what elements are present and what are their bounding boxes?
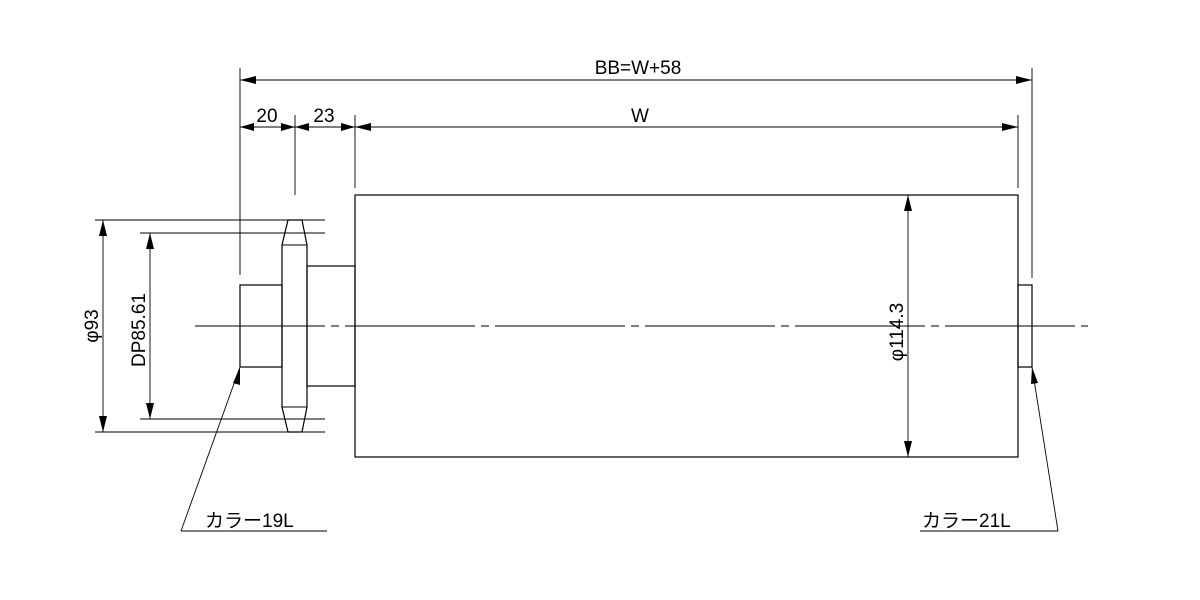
left-collar-callout: カラー19L bbox=[180, 366, 327, 532]
seg-23-label: 23 bbox=[313, 106, 334, 127]
right-collar bbox=[1017, 284, 1033, 368]
width-w-label: W bbox=[631, 106, 649, 127]
extension-lines bbox=[239, 68, 1033, 278]
right-collar-callout: カラー21L bbox=[920, 366, 1059, 532]
dp-label: DP85.61 bbox=[129, 293, 150, 367]
right-collar-label: カラー21L bbox=[922, 511, 1011, 532]
overall-dimension: BB=W+58 bbox=[240, 58, 1032, 84]
roller-diameter-dimension: φ114.3 bbox=[887, 195, 912, 457]
dia-93-label: φ93 bbox=[82, 309, 103, 342]
left-collar-label: カラー19L bbox=[205, 511, 294, 532]
seg-20-label: 20 bbox=[256, 106, 277, 127]
overall-dimension-label: BB=W+58 bbox=[595, 58, 682, 79]
segment-dimensions: 20 23 W bbox=[240, 106, 1018, 131]
left-diameter-dimensions: φ93 DP85.61 bbox=[82, 219, 325, 433]
dia-roller-label: φ114.3 bbox=[887, 303, 908, 361]
